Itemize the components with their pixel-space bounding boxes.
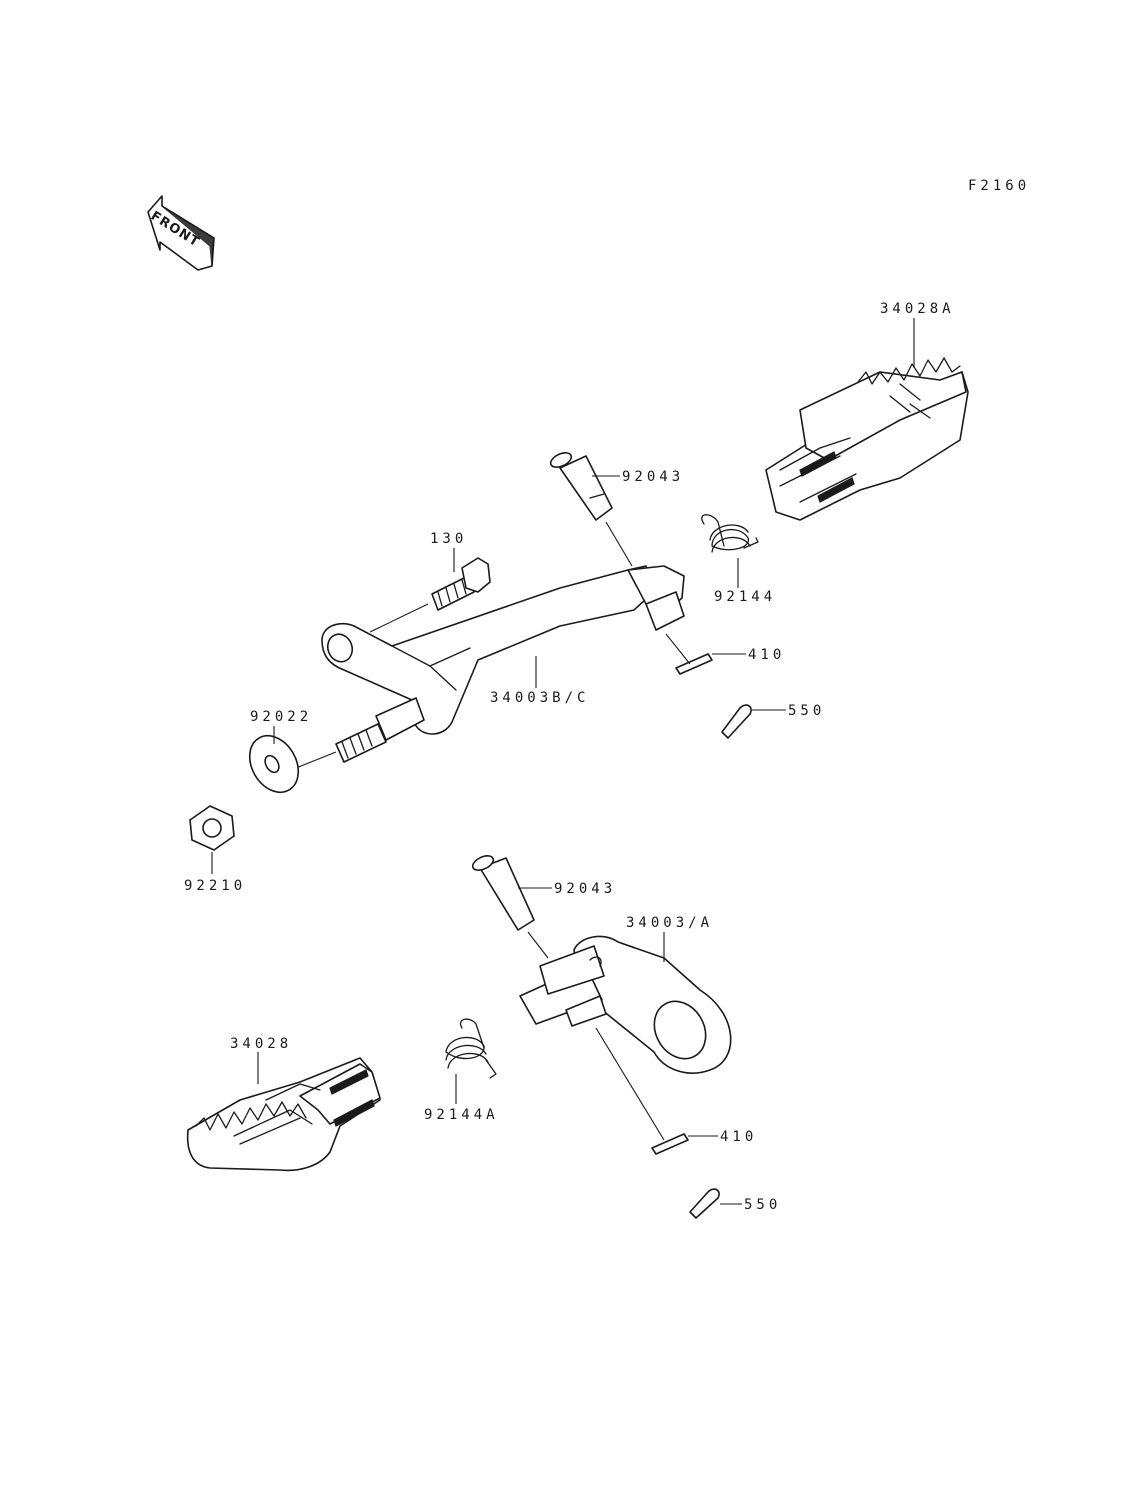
callout-92144: 92144 bbox=[714, 589, 776, 605]
cotter-pin-550-bottom bbox=[689, 1188, 720, 1219]
washer-410-bottom bbox=[651, 1133, 689, 1155]
washer-92022 bbox=[248, 734, 300, 794]
pin-92043-top bbox=[549, 452, 613, 521]
callout-92210: 92210 bbox=[184, 878, 246, 894]
callout-92022: 92022 bbox=[250, 709, 312, 725]
bolt-130 bbox=[431, 557, 491, 611]
callout-34003BC: 34003B/C bbox=[490, 690, 589, 706]
figure-code: F2160 bbox=[968, 178, 1030, 194]
callout-550-top: 550 bbox=[788, 703, 825, 719]
callout-34028: 34028 bbox=[230, 1036, 292, 1052]
front-arrow-icon: FRONT bbox=[147, 195, 215, 271]
footpeg-34028A bbox=[765, 357, 969, 521]
callout-92043-bottom: 92043 bbox=[554, 881, 616, 897]
spring-92144 bbox=[701, 514, 759, 553]
lever-34003A bbox=[519, 935, 732, 1074]
pedal-shaft bbox=[335, 697, 425, 763]
footpeg-34028 bbox=[186, 1057, 381, 1172]
callout-410-bottom: 410 bbox=[720, 1129, 757, 1145]
cotter-pin-550-top bbox=[721, 704, 752, 739]
callout-34003A: 34003/A bbox=[626, 915, 713, 931]
spring-92144A bbox=[445, 1018, 497, 1079]
callout-130: 130 bbox=[430, 531, 467, 547]
callout-92144A: 92144A bbox=[424, 1107, 499, 1123]
callout-550-bottom: 550 bbox=[744, 1197, 781, 1213]
callout-92043-top: 92043 bbox=[622, 469, 684, 485]
brake-pedal-34003BC bbox=[321, 565, 685, 735]
callout-410-top: 410 bbox=[748, 647, 785, 663]
callout-34028A: 34028A bbox=[880, 301, 955, 317]
washer-410-top bbox=[675, 653, 713, 675]
nut-92210 bbox=[189, 805, 235, 851]
pin-92043-bottom bbox=[471, 855, 535, 931]
